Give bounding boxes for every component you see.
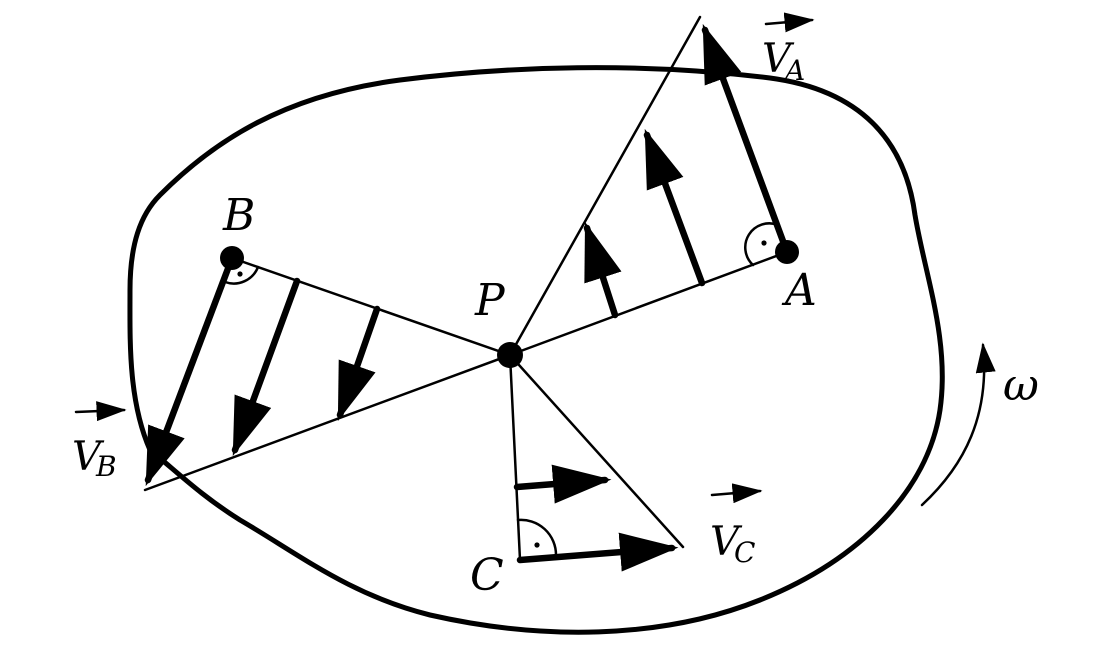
label-point-c: C xyxy=(470,550,504,601)
triangle-a-hypotenuse xyxy=(508,15,702,357)
omega-arrow xyxy=(920,342,996,507)
line-p-a xyxy=(508,250,789,357)
point-p-dot xyxy=(497,342,523,368)
right-angle-b xyxy=(223,265,260,285)
label-velocity-c-sub: C xyxy=(734,536,755,569)
label-velocity-c: V C xyxy=(710,483,763,569)
right-angle-c-dot xyxy=(534,542,540,548)
label-velocity-a-sub: A xyxy=(782,54,805,87)
triangle-b-hypotenuse xyxy=(143,353,512,492)
line-p-c xyxy=(508,353,522,562)
right-angle-c xyxy=(516,518,558,557)
vector-pb-1 xyxy=(336,305,381,422)
body-outline xyxy=(127,65,945,635)
line-p-b xyxy=(230,256,512,357)
vector-pc-1 xyxy=(513,464,612,504)
vector-pa-1 xyxy=(583,221,622,319)
triangle-c-hypotenuse xyxy=(508,353,685,549)
label-velocity-c-symbol: V xyxy=(710,519,743,565)
label-point-a: A xyxy=(781,265,817,316)
label-velocity-b-symbol: V xyxy=(72,434,105,480)
label-velocity-b-sub: B xyxy=(95,450,117,483)
vector-pb-2 xyxy=(231,277,301,457)
label-velocity-b: V B xyxy=(72,401,127,483)
point-a-dot xyxy=(775,240,799,264)
vector-pa-2 xyxy=(643,128,706,287)
label-point-p: P xyxy=(474,275,506,326)
label-omega: ω xyxy=(1003,360,1039,411)
label-velocity-a-overarrow xyxy=(764,12,815,33)
label-point-b: B xyxy=(222,190,255,241)
label-velocity-c-overarrow xyxy=(710,483,763,504)
label-velocity-a: V A xyxy=(762,12,815,87)
vector-v-b xyxy=(144,254,236,487)
vector-v-c xyxy=(516,532,679,572)
right-angle-b-dot xyxy=(237,271,243,277)
right-angle-a xyxy=(744,222,780,267)
label-velocity-a-symbol: V xyxy=(762,36,795,82)
vector-v-a xyxy=(701,23,791,256)
label-velocity-b-overarrow xyxy=(74,401,127,422)
point-b-dot xyxy=(220,246,244,270)
right-angle-a-dot xyxy=(761,240,767,246)
